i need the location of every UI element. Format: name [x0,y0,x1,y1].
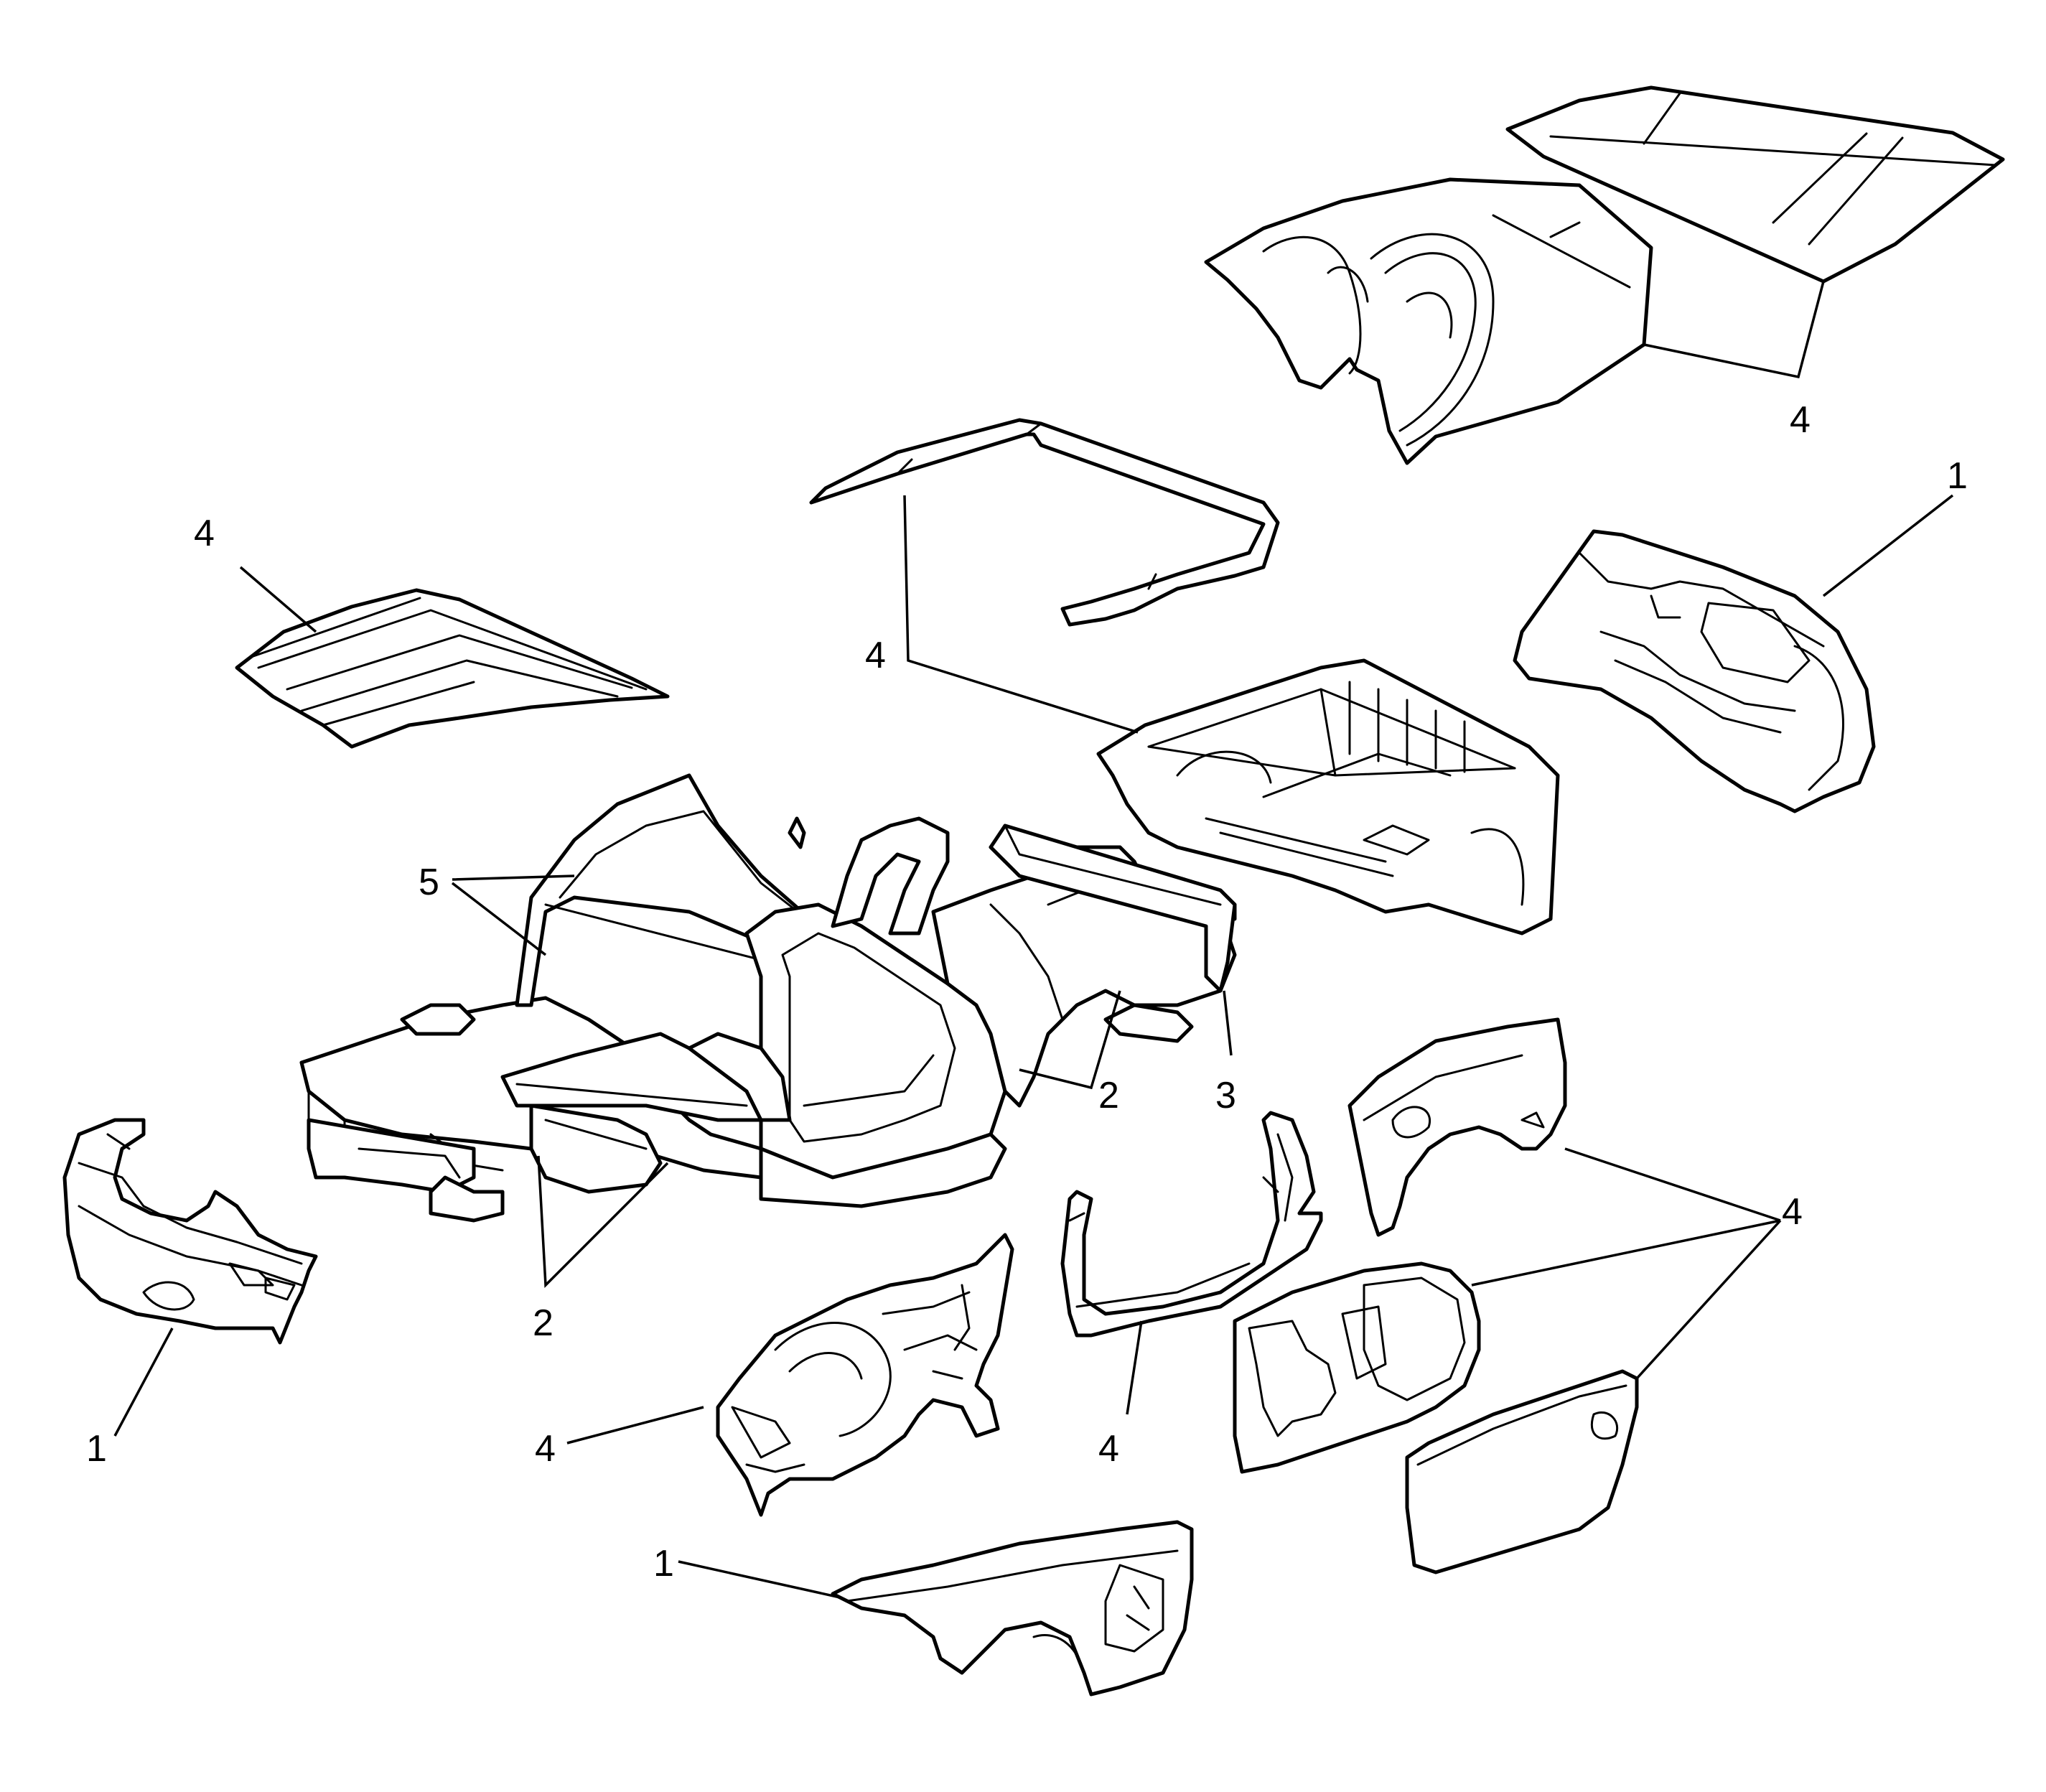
hood-panel [235,588,670,749]
front-structure-callout: 4 [535,1428,556,1470]
rear-panel-callout: 3 [1215,1075,1236,1116]
front-fender-panel [831,1520,1194,1697]
roof-frame-floor-callout: 4 [865,635,886,676]
leader-roof-frame [903,495,1139,734]
hood-callout: 4 [194,513,215,554]
callout-labels: 4 1 4 4 5 2 3 2 1 4 4 4 1 [86,399,1968,1585]
leader-front-fascia [113,1327,174,1437]
leader-rear-panel [1223,990,1233,1056]
rocker-pillar-callout: 4 [1098,1428,1119,1470]
front-structure-assembly [716,1233,1014,1517]
door-outer-panel [1405,1369,1639,1574]
roof-frame-header [809,418,1280,627]
rocker-hinge-pillar [1060,1111,1323,1338]
rear-deck-callout: 4 [1790,399,1811,441]
leader-frame-rail-lower [537,1155,669,1289]
leader-rear-fascia [1822,494,1954,597]
frame-rail-upper-callout: 2 [1098,1075,1119,1116]
leader-rear-deck [1643,281,1825,379]
rear-deck-lid-panel [1505,85,2005,284]
front-fascia-callout: 1 [86,1428,107,1470]
front-fascia [62,1118,318,1345]
windshield-frame-callout: 5 [419,862,439,903]
front-fender-callout: 1 [653,1543,674,1585]
leader-frame-rail-upper [1019,990,1121,1090]
rear-fascia [1513,529,1876,813]
leader-front-structure [566,1406,704,1445]
rear-floor-trunk-tub [1096,658,1560,935]
leader-rocker-pillar [1126,1320,1143,1415]
frame-rail-lower-callout: 2 [533,1302,553,1344]
door-inner-panel [1233,1261,1481,1474]
leader-door-outer [1635,1219,1782,1380]
rear-quarter-panel [1347,1017,1567,1237]
rear-tonneau-panel [1204,177,1653,465]
leader-windshield-frame [451,874,575,956]
leader-quarter-panel [1564,1147,1781,1222]
leader-hood [239,566,317,633]
leader-front-fender [678,1560,841,1599]
rear-fascia-callout: 1 [1947,455,1968,497]
leader-door-inner [1471,1219,1781,1287]
door-quarter-callout: 4 [1782,1191,1803,1233]
leader-lines [113,281,1954,1599]
main-body-frame [299,773,1237,1223]
